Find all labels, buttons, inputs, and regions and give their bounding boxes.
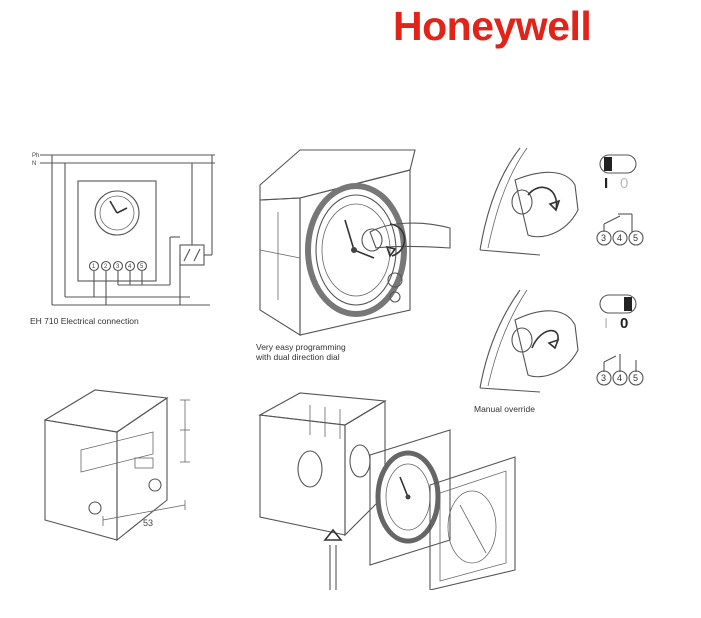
switch-top-off-label: 0: [620, 175, 628, 192]
override-caption: Manual override: [474, 404, 535, 414]
terminal-5: 5: [140, 264, 144, 270]
terminal-top-4: 4: [617, 233, 622, 243]
terminal-3: 3: [116, 264, 120, 270]
relay-contact-bottom: 3 4 5: [596, 354, 644, 386]
programming-caption-1: Very easy programming: [256, 342, 346, 352]
honeywell-logo: Honeywell: [393, 3, 592, 49]
switch-top-on-label: I: [604, 175, 608, 192]
terminal-bottom-5: 5: [633, 373, 638, 383]
switch-bottom: I 0: [599, 294, 637, 332]
terminal-4: 4: [128, 264, 132, 270]
terminal-bottom-4: 4: [617, 373, 622, 383]
terminal-top-5: 5: [633, 233, 638, 243]
switch-bottom-off-label: 0: [620, 315, 628, 332]
terminal-block: 1 2 3 4 5: [88, 260, 148, 272]
wiring-diagram: Ph N 1 2 3 4 5: [30, 145, 220, 310]
terminal-1: 1: [92, 264, 96, 270]
manual-override-illustration: I 0 3 4 5 I 0 3: [470, 140, 680, 395]
base-dimensions-illustration: 53: [35, 380, 235, 550]
width-dimension-label: 53: [143, 518, 153, 528]
programming-illustration: [250, 140, 455, 340]
load-symbol: [179, 244, 205, 266]
switch-bottom-on-label: I: [604, 315, 608, 332]
neutral-label: N: [32, 161, 36, 167]
terminal-top-3: 3: [601, 233, 606, 243]
terminal-bottom-3: 3: [601, 373, 606, 383]
wiring-caption: EH 710 Electrical connection: [30, 316, 139, 326]
terminal-2: 2: [104, 264, 108, 270]
switch-top: I 0: [599, 154, 637, 192]
assembly-illustration: [250, 385, 530, 590]
programming-caption-2: with dual direction dial: [256, 352, 340, 362]
phase-label: Ph: [32, 153, 39, 159]
relay-contact-top: 3 4 5: [596, 213, 644, 246]
